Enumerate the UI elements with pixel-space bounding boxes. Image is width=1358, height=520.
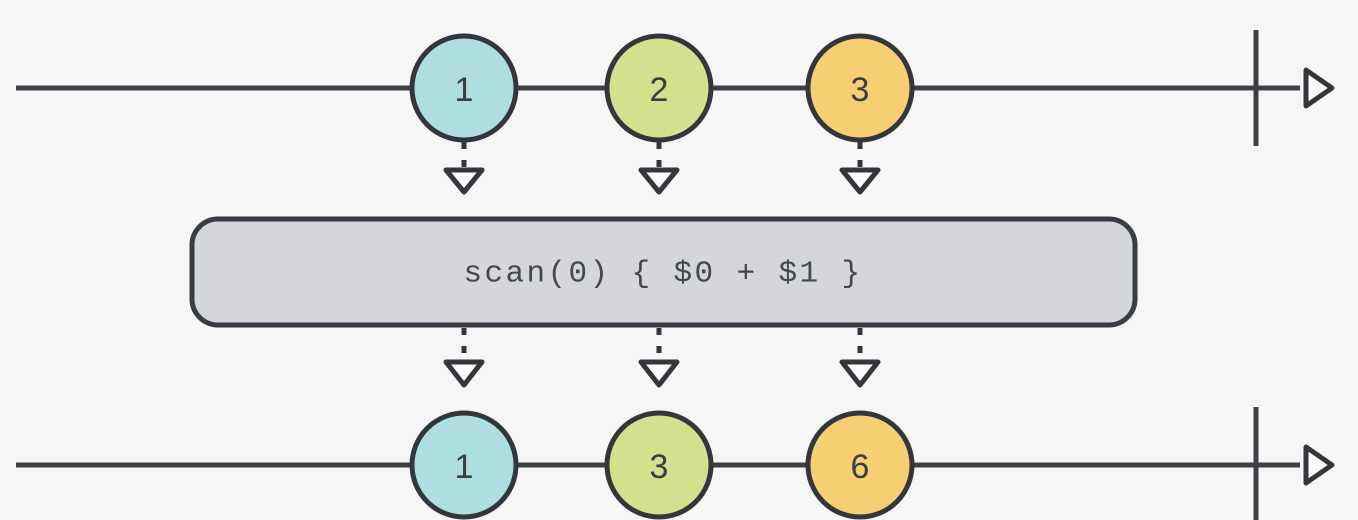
output-arrow-2	[638, 328, 680, 388]
marble-value: 1	[455, 71, 474, 109]
operator-box-background[interactable]	[189, 216, 1138, 328]
source-marble-3[interactable]: 3	[805, 33, 915, 143]
marble-value: 2	[650, 71, 669, 109]
source-marble-2[interactable]: 2	[604, 33, 714, 143]
marble-value: 3	[851, 71, 870, 109]
marble-circle[interactable]	[604, 33, 714, 143]
result-marble-3[interactable]: 6	[805, 410, 915, 520]
operator-label: scan(0) { $0 + $1 }	[463, 257, 862, 292]
result-marble-1[interactable]: 1	[409, 410, 519, 520]
input-arrows-group	[443, 142, 881, 195]
result-marble-2[interactable]: 3	[604, 410, 714, 520]
marble-circle[interactable]	[805, 33, 915, 143]
input-arrow-3	[839, 142, 881, 195]
down-arrow-icon	[839, 359, 881, 388]
output-arrow-3	[839, 328, 881, 388]
down-arrow-icon	[443, 167, 485, 195]
down-arrow-icon	[638, 359, 680, 388]
result-arrow-head-icon	[1303, 444, 1335, 486]
output-arrow-1	[443, 328, 485, 388]
marble-circle[interactable]	[604, 410, 714, 520]
marble-value: 6	[851, 448, 870, 486]
input-arrow-2	[638, 142, 680, 195]
marble-value: 3	[650, 448, 669, 486]
down-arrow-icon	[443, 359, 485, 388]
source-timeline: 1 2 3	[16, 30, 1335, 146]
down-arrow-icon	[839, 167, 881, 195]
marble-circle[interactable]	[409, 33, 519, 143]
source-arrow-head-icon	[1303, 67, 1335, 109]
output-arrows-group	[443, 328, 881, 388]
result-timeline: 1 3 6	[16, 407, 1335, 520]
input-arrow-1	[443, 142, 485, 195]
marble-circle[interactable]	[805, 410, 915, 520]
marble-circle[interactable]	[409, 410, 519, 520]
marble-value: 1	[455, 448, 474, 486]
source-marble-1[interactable]: 1	[409, 33, 519, 143]
down-arrow-icon	[638, 167, 680, 195]
operator-box[interactable]: scan(0) { $0 + $1 }	[189, 216, 1138, 328]
